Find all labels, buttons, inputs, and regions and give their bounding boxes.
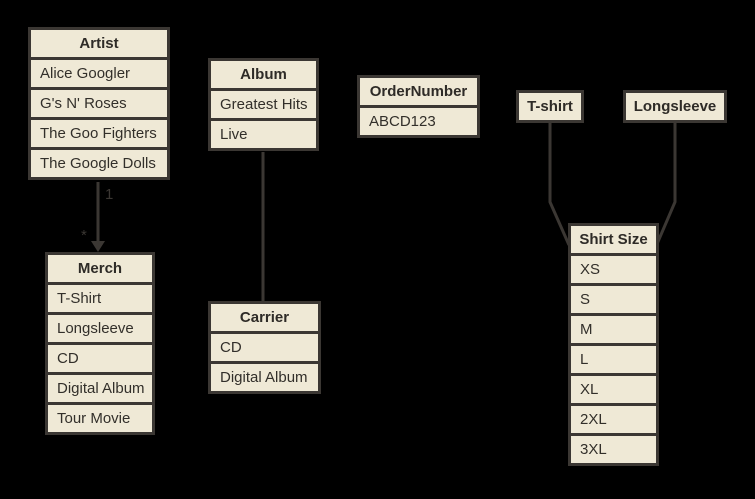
- table-row: Greatest Hits: [211, 91, 316, 118]
- table-row: Digital Album: [211, 364, 318, 391]
- edge-longsleeve-shirtsize: [655, 123, 677, 245]
- table-album-header: Album: [211, 61, 316, 88]
- table-row: CD: [211, 334, 318, 361]
- table-artist-header: Artist: [31, 30, 167, 57]
- table-row: Live: [211, 121, 316, 148]
- table-row: The Google Dolls: [31, 150, 167, 177]
- table-row: ABCD123: [360, 108, 477, 135]
- table-ordernumber-header: OrderNumber: [360, 78, 477, 105]
- table-ordernumber: OrderNumber ABCD123: [357, 75, 480, 138]
- table-row: G's N' Roses: [31, 90, 167, 117]
- table-row: Digital Album: [48, 375, 152, 402]
- node-tshirt: T-shirt: [516, 90, 584, 123]
- edge-tshirt-shirtsize: [548, 123, 571, 246]
- table-row: CD: [48, 345, 152, 372]
- table-row: XS: [571, 256, 656, 283]
- table-row: Longsleeve: [48, 315, 152, 342]
- table-row: M: [571, 316, 656, 343]
- table-row: 3XL: [571, 436, 656, 463]
- table-row: The Goo Fighters: [31, 120, 167, 147]
- multiplicity-label-many: *: [81, 227, 87, 244]
- table-row: 2XL: [571, 406, 656, 433]
- table-row: L: [571, 346, 656, 373]
- node-longsleeve: Longsleeve: [623, 90, 727, 123]
- table-carrier: Carrier CD Digital Album: [208, 301, 321, 394]
- multiplicity-label-one: 1: [105, 186, 114, 203]
- node-tshirt-header: T-shirt: [519, 93, 581, 120]
- table-row: Alice Googler: [31, 60, 167, 87]
- table-merch-header: Merch: [48, 255, 152, 282]
- node-longsleeve-header: Longsleeve: [626, 93, 724, 120]
- table-row: S: [571, 286, 656, 313]
- table-shirtsize-header: Shirt Size: [571, 226, 656, 253]
- table-row: Tour Movie: [48, 405, 152, 432]
- arrowhead-icon: [91, 241, 105, 252]
- table-row: XL: [571, 376, 656, 403]
- table-row: T-Shirt: [48, 285, 152, 312]
- table-carrier-header: Carrier: [211, 304, 318, 331]
